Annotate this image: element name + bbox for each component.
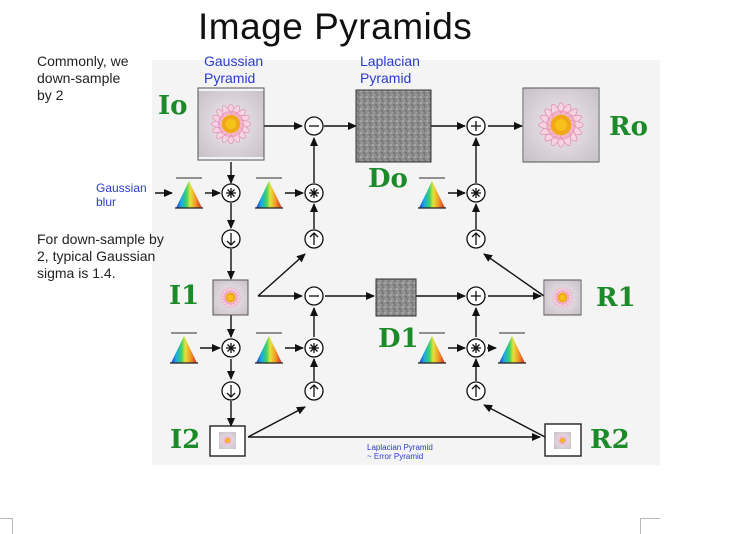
add-operator-icon xyxy=(466,116,486,136)
subtract-operator-icon xyxy=(304,116,324,136)
page-title: Image Pyramids xyxy=(198,6,473,47)
label-i2: I2 xyxy=(170,425,201,455)
flower-image-icon xyxy=(198,90,264,158)
arrow-r1-up xyxy=(483,253,545,297)
label-r0: Ro xyxy=(609,112,648,142)
convolution-operator-icon xyxy=(466,183,486,203)
page-corner-mark-left xyxy=(0,518,12,519)
label-d0: Do xyxy=(368,164,408,194)
upsample-operator-icon xyxy=(466,381,486,401)
page-corner-mark-left-v xyxy=(12,518,13,534)
page-corner-mark-right-v xyxy=(640,518,641,534)
convolution-operator-icon xyxy=(466,338,486,358)
image-r1 xyxy=(543,279,582,316)
arrow-i2-up1 xyxy=(247,406,306,438)
label-r1: R1 xyxy=(596,283,636,313)
flower-image-icon xyxy=(523,88,599,162)
header-gaussian-pyramid: Gaussian Pyramid xyxy=(204,53,264,86)
gaussian-blur-label: Gaussian blur xyxy=(96,181,147,209)
downsample-operator-icon xyxy=(221,229,241,249)
image-d0 xyxy=(355,89,432,163)
note-sigma: For down-sample by 2, typical Gaussian s… xyxy=(37,231,164,281)
page-corner-mark-right xyxy=(640,518,660,519)
downsample-operator-icon xyxy=(221,381,241,401)
convolution-operator-icon xyxy=(304,338,324,358)
flower-image-icon xyxy=(554,432,571,449)
label-d1: D1 xyxy=(378,324,419,354)
label-i1: I1 xyxy=(169,281,200,311)
image-d1 xyxy=(375,278,417,317)
convolution-operator-icon xyxy=(221,183,241,203)
flower-image-icon xyxy=(544,280,581,315)
add-operator-icon xyxy=(466,286,486,306)
label-i0: Io xyxy=(158,91,188,121)
convolution-operator-icon xyxy=(221,338,241,358)
image-i0 xyxy=(197,87,265,161)
bottom-caption: Laplacian Pyramid ~ Error Pyramid xyxy=(367,443,433,461)
flower-image-icon xyxy=(213,280,248,315)
image-r0 xyxy=(522,87,600,163)
label-r2: R2 xyxy=(590,425,630,455)
upsample-operator-icon xyxy=(304,229,324,249)
subtract-operator-icon xyxy=(304,286,324,306)
note-downsample: Commonly, we down-sample by 2 xyxy=(37,53,129,103)
arrow-i1-up0 xyxy=(257,253,306,297)
header-laplacian-pyramid: Laplacian Pyramid xyxy=(360,53,420,86)
upsample-operator-icon xyxy=(466,229,486,249)
flower-image-icon xyxy=(219,432,236,449)
image-r2 xyxy=(544,423,582,457)
upsample-operator-icon xyxy=(304,381,324,401)
arrow-r2-up xyxy=(483,404,546,438)
image-i1 xyxy=(212,279,249,316)
image-i2 xyxy=(209,425,246,457)
convolution-operator-icon xyxy=(304,183,324,203)
